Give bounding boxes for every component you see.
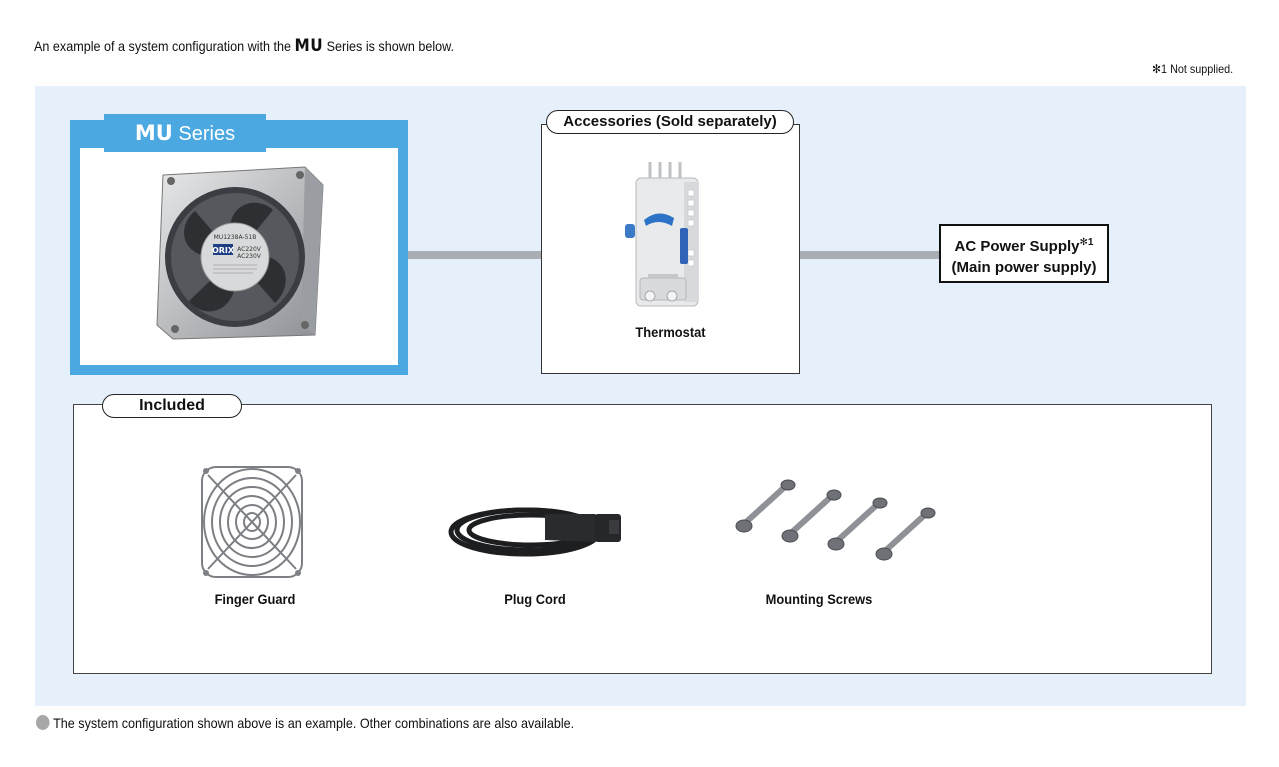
fan-voltage-label-2: AC230V: [237, 253, 262, 260]
footer-note: The system configuration shown above is …: [36, 715, 574, 731]
bullet-icon: [36, 715, 50, 730]
fan-icon: ORIX MU1238A-51B AC220V AC230V: [156, 166, 324, 340]
mu-series-title: MU Series: [104, 114, 266, 152]
ac-power-supply-title: AC Power Supply: [954, 238, 1080, 255]
mu-series-name: MU: [134, 121, 173, 145]
thermostat-label: Thermostat: [635, 324, 706, 340]
plug-cord-icon: [448, 507, 621, 557]
included-label: Included: [102, 394, 242, 418]
intro-series-name: MU: [294, 36, 324, 56]
included-item-label: Plug Cord: [504, 591, 566, 607]
not-supplied-mark: ✻1: [1079, 237, 1094, 248]
footer-note-text: The system configuration shown above is …: [53, 715, 575, 731]
ac-power-supply-line2: (Main power supply): [951, 259, 1097, 276]
mu-series-suffix: Series: [172, 123, 236, 145]
ac-power-supply-line1: AC Power Supply✻1: [941, 232, 1107, 257]
ac-power-supply-box: AC Power Supply✻1 (Main power supply): [939, 224, 1109, 283]
mounting-screws-icon: [735, 479, 936, 561]
included-item-label: Mounting Screws: [765, 591, 873, 607]
not-supplied-note: ✻1 Not supplied.: [1151, 62, 1233, 76]
included-item-label: Finger Guard: [214, 591, 296, 607]
included-frame: [73, 404, 1212, 674]
fan-brand-label: ORIX: [212, 246, 235, 255]
fan-voltage-label-1: AC220V: [237, 246, 262, 253]
intro-text-start: An example of a system configuration wit…: [34, 38, 295, 54]
accessories-label: Accessories (Sold separately): [546, 110, 794, 134]
thermostat-icon: [625, 162, 699, 307]
fan-model-label: MU1238A-51B: [214, 234, 257, 241]
intro-text-end: Series is shown below.: [323, 38, 455, 54]
intro-text: An example of a system configuration wit…: [34, 36, 454, 56]
finger-guard-icon: [201, 466, 303, 578]
